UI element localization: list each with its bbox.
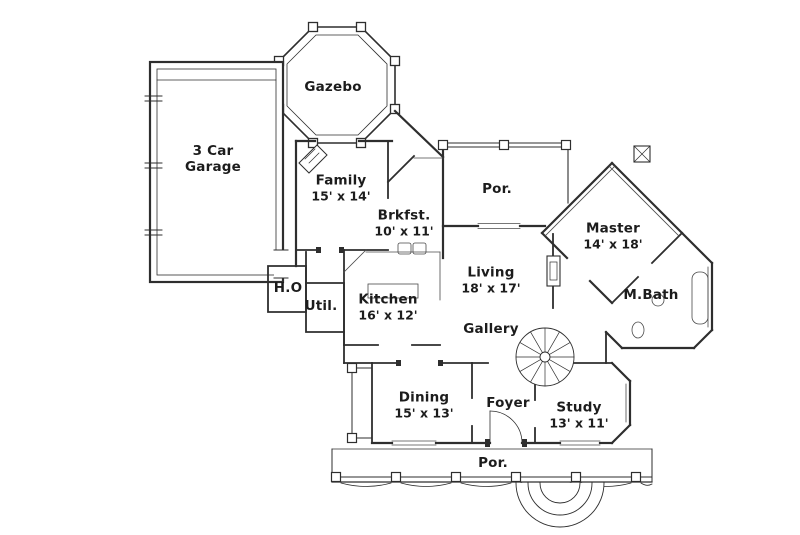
garage-door-marks	[144, 95, 163, 236]
dining-bay	[346, 362, 373, 444]
spiral-staircase	[515, 327, 575, 387]
thin-details	[343, 157, 709, 446]
exterior-walls	[294, 109, 714, 445]
front-door-swing	[489, 410, 523, 444]
front-porch	[331, 448, 653, 487]
top-porch-edge	[442, 142, 569, 204]
gazebo-structure	[278, 26, 396, 144]
chimney	[633, 145, 651, 163]
front-porch-posts	[330, 471, 642, 483]
top-porch-posts	[437, 139, 572, 151]
door-jambs	[316, 247, 527, 447]
family-fireplace	[298, 144, 328, 174]
garage-structure	[144, 60, 289, 284]
living-fireplace	[546, 255, 561, 287]
front-steps	[515, 482, 605, 528]
interior-walls	[267, 140, 684, 444]
